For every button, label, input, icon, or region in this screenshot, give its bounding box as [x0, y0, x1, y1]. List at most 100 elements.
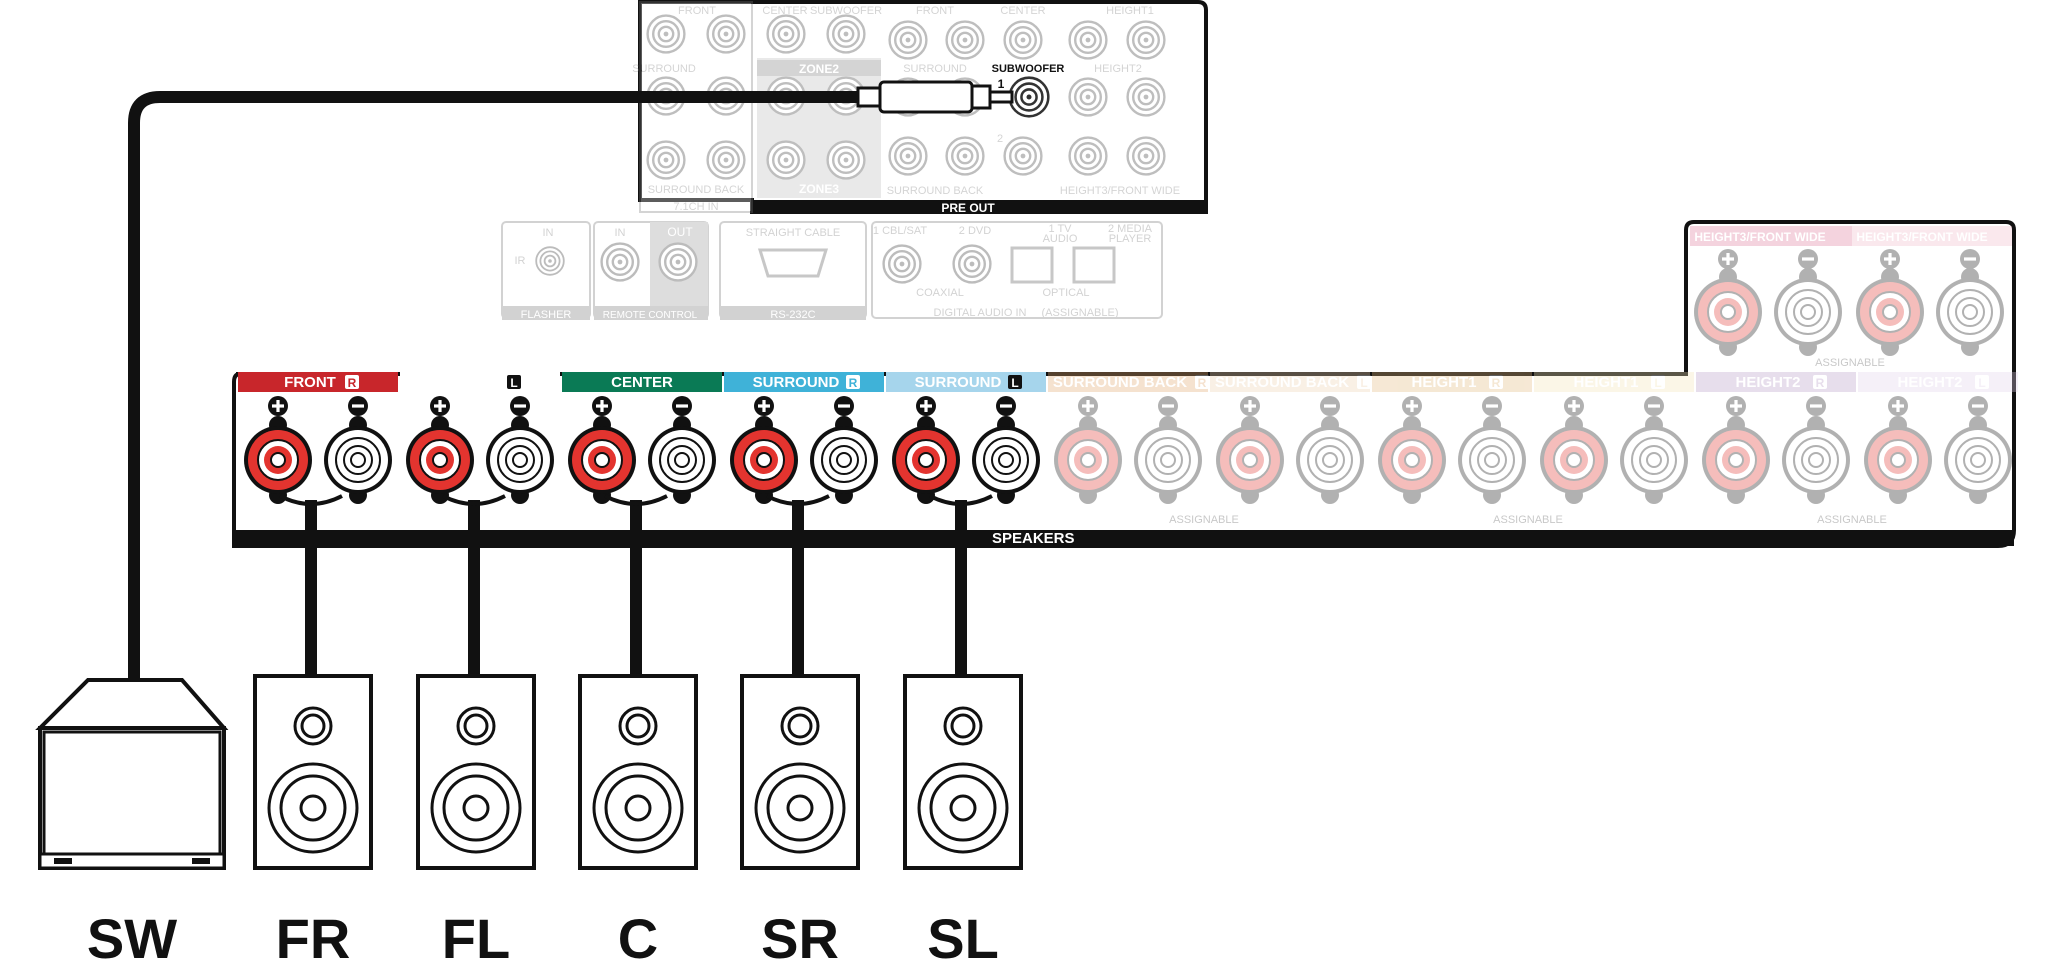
channel-header-height1-r: HEIGHT1 R	[1372, 372, 1532, 392]
channel-header-text: CENTER	[611, 374, 673, 391]
coaxial-label: COAXIAL	[916, 287, 964, 299]
channel-side-badge: R	[1198, 376, 1207, 390]
front-label-small: FRONT	[678, 5, 716, 17]
cbl-sat-label: 1 CBL/SAT	[873, 225, 927, 237]
rc-out-label: OUT	[667, 225, 693, 239]
digital-assignable-label: (ASSIGNABLE)	[1041, 307, 1118, 319]
height3-r-header: HEIGHT3/FRONT WIDE	[1694, 230, 1825, 244]
surround-label-small: SURROUND	[632, 63, 696, 75]
subwoofer-cable	[128, 91, 858, 680]
rs232c-label: RS-232C	[770, 309, 815, 321]
rc-in-label: IN	[615, 227, 626, 239]
device-label-c: C	[618, 907, 658, 966]
assignable-label-top: ASSIGNABLE	[1815, 357, 1885, 369]
channel-header-text: HEIGHT2	[1735, 374, 1800, 391]
remote-control-label: REMOTE CONTROL	[603, 310, 698, 321]
channel-side-badge: L	[1654, 376, 1661, 390]
device-label-sw: SW	[87, 907, 177, 966]
channel-header-surround-back-r: SURROUND BACK R	[1048, 372, 1209, 392]
media-player-label-1: 2 MEDIA	[1108, 223, 1153, 235]
channel-side-badge: R	[849, 376, 858, 390]
height1-label: HEIGHT1	[1106, 5, 1154, 17]
channel-header-text: HEIGHT1	[1411, 374, 1476, 391]
height3-front-wide-preout-label: HEIGHT3/FRONT WIDE	[1060, 185, 1180, 197]
channel-header-text: HEIGHT2	[1897, 374, 1962, 391]
channel-header-height2-l: HEIGHT2 L	[1858, 372, 2018, 392]
pre-out-label: PRE OUT	[941, 201, 995, 215]
control-panel-dimmed: IN IR FLASHER IN OUT REMOTE CONTROL STRA…	[501, 221, 1163, 321]
sub1-label: 1	[998, 77, 1005, 91]
flasher-label: FLASHER	[521, 309, 572, 321]
speakers-label: SPEAKERS	[992, 530, 1075, 547]
channel-header-text: SURROUND BACK	[1215, 374, 1349, 391]
channel-side-badge: L	[1978, 376, 1985, 390]
subwoofer-1-output[interactable]: SUBWOOFER 1	[992, 63, 1065, 118]
channel-side-badge: L	[1360, 376, 1367, 390]
digital-audio-in-label: DIGITAL AUDIO IN	[934, 307, 1027, 319]
pre-out-inputs-dimmed: FRONT CENTER SUBWOOFER SURROUND SURROUND…	[632, 1, 1180, 213]
channel-side-badge: R	[1492, 376, 1501, 390]
ir-label: IR	[515, 255, 526, 267]
channel-header-front-r: FRONT R	[238, 372, 398, 392]
channel-header-text: SURROUND	[915, 374, 1002, 391]
channel-header-text: SURROUND BACK	[1053, 374, 1187, 391]
terminal-wire-loops	[279, 494, 993, 506]
subwoofer-device[interactable]	[35, 678, 229, 870]
speaker-c[interactable]	[578, 674, 698, 870]
zone2-label: ZONE2	[799, 62, 839, 76]
channel-header-surround-r: SURROUND R	[724, 372, 884, 392]
assignable-label-h1: ASSIGNABLE	[1493, 514, 1563, 526]
speakers-row	[253, 674, 1023, 870]
height3-front-wide-terminals: HEIGHT3/FRONT WIDE HEIGHT3/FRONT WIDE AS…	[1690, 226, 2012, 369]
sub2-label: 2	[997, 133, 1003, 145]
channel-header-height2-r: HEIGHT2 R	[1696, 372, 1856, 392]
assignable-label-sb: ASSIGNABLE	[1169, 514, 1239, 526]
device-label-fl: FL	[442, 907, 510, 966]
surround-label: SURROUND	[903, 63, 967, 75]
front-label: FRONT	[916, 5, 954, 17]
height2-label: HEIGHT2	[1094, 63, 1142, 75]
device-label-sr: SR	[761, 907, 839, 966]
device-label-sl: SL	[927, 907, 999, 966]
channel-header-text: HEIGHT1	[1573, 374, 1638, 391]
channel-header-front-l: FRONT L	[400, 372, 560, 392]
channel-side-badge: R	[348, 376, 357, 390]
center2-label: CENTER	[1000, 5, 1045, 17]
speaker-fl[interactable]	[416, 674, 536, 870]
channel-header-surround-l: SURROUND L	[886, 372, 1046, 392]
tv-audio-label-1: 1 TV	[1048, 223, 1072, 235]
channel-side-badge: L	[510, 376, 517, 390]
straight-cable-label: STRAIGHT CABLE	[746, 227, 841, 239]
channel-header-text: FRONT	[446, 374, 498, 391]
tv-audio-label-2: AUDIO	[1043, 233, 1078, 245]
subwoofer-label-small: SUBWOOFER	[810, 5, 882, 17]
channel-side-badge: L	[1011, 376, 1018, 390]
speaker-terminal-panel: SPEAKERS HEIGHT3/FRONT WIDE HEIGHT3/FRON…	[232, 220, 2018, 548]
channel-side-badge: R	[1816, 376, 1825, 390]
channel-header-text: SURROUND	[753, 374, 840, 391]
pre-out-panel: PRE OUT FRONT CENTER SUBWOOFER SURROUND …	[632, 0, 1208, 215]
device-labels: SW FR FL C SR SL	[87, 907, 999, 966]
surround-back-label-small: SURROUND BACK	[648, 184, 745, 196]
optical-label: OPTICAL	[1042, 287, 1089, 299]
surround-back-label: SURROUND BACK	[887, 185, 984, 197]
ch71-in-label: 7.1CH IN	[673, 201, 718, 213]
dvd-label: 2 DVD	[959, 225, 991, 237]
ir-in-label: IN	[543, 227, 554, 239]
height3-l-header: HEIGHT3/FRONT WIDE	[1856, 230, 1987, 244]
rca-plug	[856, 80, 1014, 114]
speaker-sl[interactable]	[903, 674, 1023, 870]
channel-header-text: FRONT	[284, 374, 336, 391]
center-label-small: CENTER	[762, 5, 807, 17]
speaker-sr[interactable]	[740, 674, 860, 870]
speaker-fr[interactable]	[253, 674, 373, 870]
assignable-labels: ASSIGNABLE ASSIGNABLE ASSIGNABLE	[1169, 514, 1887, 526]
assignable-label-h2: ASSIGNABLE	[1817, 514, 1887, 526]
device-label-fr: FR	[276, 907, 351, 966]
cables	[128, 91, 967, 680]
channel-header-height1-l: HEIGHT1 L	[1534, 372, 1694, 392]
channel-header-surround-back-l: SURROUND BACK L	[1210, 372, 1371, 392]
channel-header-center-c: CENTER	[562, 372, 722, 392]
